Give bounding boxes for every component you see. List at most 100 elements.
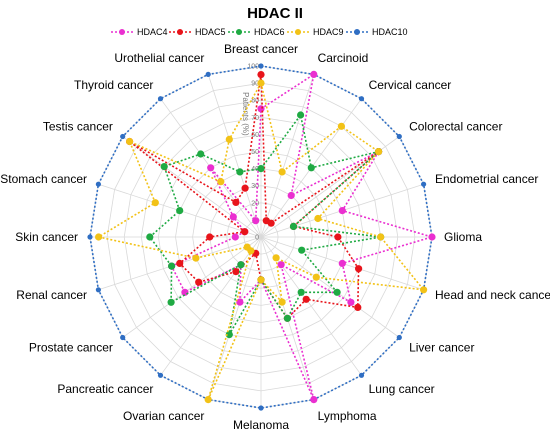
data-point (334, 233, 342, 241)
data-point (236, 298, 244, 306)
data-point (283, 314, 291, 322)
legend-label: HDAC4 (137, 27, 168, 37)
grid-spoke (122, 236, 262, 338)
grid-spoke (260, 236, 400, 338)
data-point (338, 207, 346, 215)
tick-label: 80 (251, 98, 259, 105)
data-point (297, 288, 305, 296)
category-label: Stomach cancer (0, 172, 87, 186)
grid-spoke (122, 136, 262, 238)
data-point (237, 261, 245, 269)
data-point (278, 298, 286, 306)
legend-label: HDAC5 (195, 27, 226, 37)
data-point (225, 331, 233, 339)
data-point (195, 278, 203, 286)
data-point (267, 219, 275, 227)
legend-label: HDAC9 (313, 27, 344, 37)
data-point (157, 372, 164, 378)
data-point (421, 181, 427, 187)
data-point (146, 233, 154, 241)
legend-label: HDAC10 (372, 27, 408, 37)
legend-item-hdac6: HDAC6 (228, 27, 285, 37)
category-label: Glioma (444, 230, 482, 244)
category-label: Liver cancer (409, 341, 474, 355)
category-label: Prostate cancer (29, 341, 113, 355)
data-point (377, 233, 385, 241)
data-point (358, 372, 365, 378)
data-point (87, 234, 93, 240)
data-point (207, 164, 215, 172)
legend-item-hdac9: HDAC9 (287, 27, 344, 37)
tick-label: 0 (255, 235, 259, 242)
data-point (277, 261, 285, 269)
data-point (225, 135, 233, 143)
data-point (95, 233, 103, 241)
data-point (257, 276, 265, 284)
tick-label: 50 (251, 149, 259, 156)
legend-marker (119, 29, 125, 35)
data-point (257, 79, 265, 87)
data-point (272, 254, 280, 262)
series-hdac9 (95, 79, 428, 404)
data-point (420, 286, 428, 294)
data-point (310, 396, 318, 404)
legend-item-hdac4: HDAC4 (111, 27, 168, 37)
grid-spoke (207, 74, 262, 238)
data-point (347, 298, 355, 306)
data-point (192, 254, 200, 262)
data-point (151, 199, 159, 207)
data-point (396, 334, 402, 341)
data-point (287, 191, 295, 200)
data-point (396, 133, 402, 140)
data-point (232, 198, 240, 206)
data-point (257, 105, 265, 113)
data-point (197, 150, 205, 158)
data-point (160, 163, 168, 171)
data-point (258, 63, 264, 69)
data-point (355, 265, 363, 273)
category-label: Ovarian cancer (123, 409, 204, 423)
data-point (181, 288, 189, 296)
data-point (241, 184, 249, 192)
data-point (167, 298, 175, 306)
data-point (204, 396, 212, 404)
category-label: Endometrial cancer (435, 172, 538, 186)
data-point (257, 165, 265, 173)
category-label: Carcinoid (318, 51, 369, 65)
data-point (95, 287, 101, 293)
tick-label: 20 (251, 200, 259, 207)
radial-tick-labels: 0102030405060708090100 (247, 64, 259, 242)
data-point (312, 273, 320, 281)
legend-marker (236, 29, 242, 35)
data-point (243, 243, 251, 251)
data-point (302, 295, 310, 303)
category-label: Urothelial cancer (114, 51, 204, 65)
legend-item-hdac10: HDAC10 (346, 27, 408, 37)
category-label: Testis cancer (43, 120, 113, 134)
category-label: Colorectal cancer (409, 120, 502, 134)
data-point (333, 288, 341, 296)
data-point (229, 213, 237, 221)
data-point (176, 259, 184, 267)
legend-marker (354, 29, 360, 35)
data-point (176, 207, 184, 215)
data-point (428, 233, 436, 241)
data-point (205, 71, 211, 77)
series-line (129, 74, 380, 320)
data-point (126, 137, 134, 146)
tick-label: 40 (251, 166, 259, 173)
data-point (231, 233, 239, 241)
legend-item-hdac5: HDAC5 (169, 27, 226, 37)
data-point (168, 262, 176, 270)
tick-label: 60 (251, 132, 259, 139)
data-point (307, 164, 315, 172)
data-point (257, 71, 265, 79)
data-point (206, 233, 214, 241)
data-point (120, 133, 126, 140)
category-label: Cervical cancer (369, 78, 452, 92)
category-label: Breast cancer (224, 42, 298, 56)
chart-title: HDAC II (247, 5, 303, 22)
category-label: Lymphoma (318, 409, 377, 423)
